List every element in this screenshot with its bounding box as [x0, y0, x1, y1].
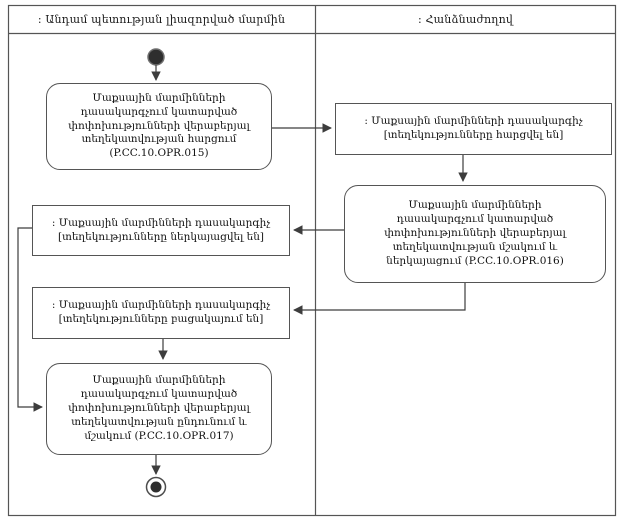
- edge-object-presented-to-action-017: [17, 227, 43, 412]
- final-node-inner-dot-icon: [150, 481, 162, 493]
- action-node-opr-017: Մաքսային մարմինների դասակարգչում կատարվա…: [46, 363, 272, 455]
- diagram-outer-border: [7, 4, 617, 517]
- object-node-info-requested: : Մաքսային մարմինների դասակարգիչ [տեղեկո…: [335, 103, 612, 155]
- initial-node-icon: [147, 48, 165, 66]
- lane-header-commission: : Հանձնաժողով: [417, 12, 514, 26]
- action-node-opr-015: Մաքսային մարմինների դասակարգչում կատարվա…: [46, 83, 272, 170]
- action-node-opr-016: Մաքսային մարմինների դասակարգչում կատարվա…: [344, 185, 606, 283]
- object-node-info-missing: : Մաքսային մարմինների դասակարգիչ [տեղեկո…: [32, 287, 290, 339]
- object-node-info-presented: : Մաքսային մարմինների դասակարգիչ [տեղեկո…: [32, 205, 290, 256]
- lane-header-authorized-body: : Անդամ պետության լիազորված մարմին: [37, 12, 286, 26]
- edge-action-016-to-object-missing: [293, 283, 466, 315]
- final-node-outer-ring-icon: [145, 476, 167, 498]
